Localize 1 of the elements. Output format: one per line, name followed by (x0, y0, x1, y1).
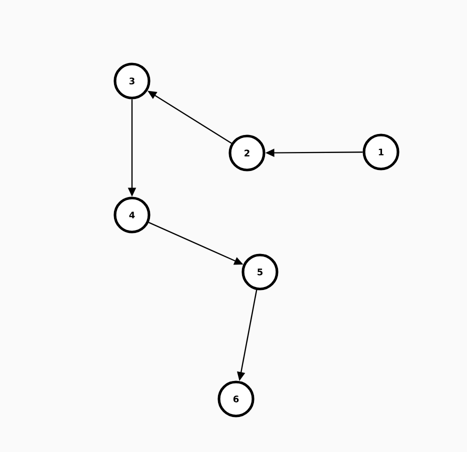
circle-node: 6 (218, 380, 254, 418)
